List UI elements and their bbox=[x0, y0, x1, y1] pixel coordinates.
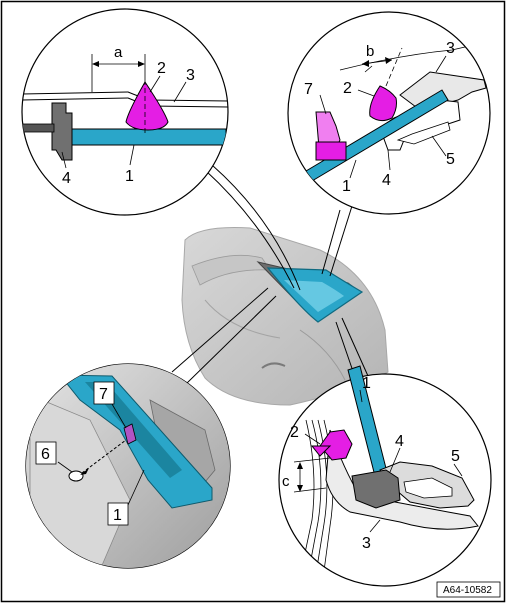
door-handle bbox=[261, 362, 286, 369]
connector-top-left-2 bbox=[211, 164, 301, 291]
callout-molding: 1 bbox=[342, 178, 351, 195]
panel-profile bbox=[325, 429, 479, 530]
leader-seal bbox=[387, 149, 391, 171]
tool-tip bbox=[123, 423, 137, 445]
dim-arrow-left bbox=[362, 60, 369, 67]
screw-arrow bbox=[80, 468, 89, 475]
leader-panel bbox=[173, 81, 187, 103]
dim-arrow-left bbox=[92, 61, 99, 67]
detail-circle bbox=[21, 8, 229, 216]
connector-bottom-left-2 bbox=[185, 295, 277, 385]
leader-molding bbox=[349, 159, 357, 179]
bracket-slot bbox=[396, 121, 451, 145]
leader-lines bbox=[61, 75, 187, 169]
molding-bar bbox=[65, 128, 227, 146]
leader-seal bbox=[61, 151, 67, 169]
leader-panel bbox=[435, 55, 447, 73]
connector-top-right-2 bbox=[329, 205, 353, 277]
panel-line-1 bbox=[297, 419, 315, 586]
callout-bracket: 5 bbox=[451, 448, 460, 465]
leader-screw bbox=[57, 461, 73, 473]
detail-bottom-left: 7 6 1 bbox=[25, 363, 231, 569]
leader-molding bbox=[129, 144, 135, 166]
dim-arrow-top bbox=[297, 462, 303, 469]
leader-panel bbox=[369, 519, 381, 533]
connector-top-left bbox=[204, 169, 295, 289]
connector-bottom-left bbox=[171, 287, 269, 373]
dimension-c-label: c bbox=[282, 473, 290, 490]
leader-tool bbox=[319, 94, 327, 115]
leader-tool bbox=[111, 403, 127, 429]
callout-seal: 4 bbox=[62, 170, 71, 187]
screw-hole bbox=[68, 470, 84, 482]
figure-ref: A64-10582 bbox=[443, 585, 492, 596]
callout-seal: 4 bbox=[382, 172, 391, 189]
detail-top-right: b 7 2 3 5 4 1 bbox=[287, 11, 491, 215]
callout-screw: 6 bbox=[41, 446, 50, 463]
callout-molding: 1 bbox=[113, 507, 122, 524]
connector-bottom-right-2 bbox=[341, 317, 369, 377]
leader-clip bbox=[304, 433, 321, 445]
figure-ref-box bbox=[436, 581, 501, 598]
callout-box-molding bbox=[107, 502, 129, 526]
callout-panel: 3 bbox=[446, 40, 455, 57]
clip-head bbox=[310, 445, 332, 457]
leader-lines bbox=[57, 403, 145, 506]
car-overview bbox=[181, 227, 389, 406]
seal-profile bbox=[351, 469, 401, 509]
tool-handle bbox=[315, 141, 347, 161]
seal-lip bbox=[22, 123, 55, 133]
dimension-b-label: b bbox=[366, 43, 374, 60]
leader-lines bbox=[319, 55, 447, 179]
callout-box-screw bbox=[35, 441, 57, 465]
dimension-a-label: a bbox=[114, 44, 123, 61]
leader-clip bbox=[357, 89, 375, 97]
leader-lines bbox=[304, 389, 463, 533]
body-crease bbox=[204, 299, 281, 339]
leader-bracket bbox=[453, 463, 463, 477]
clip-shape bbox=[369, 85, 397, 122]
connector-top-right bbox=[321, 209, 341, 275]
dim-ext-top bbox=[293, 457, 331, 463]
dim-arrow-bottom bbox=[297, 485, 303, 492]
detail-top-left: a 2 3 4 1 bbox=[21, 8, 229, 216]
callout-clip: 2 bbox=[290, 424, 299, 441]
door-seam bbox=[299, 329, 346, 381]
dim-arrow-right bbox=[385, 57, 392, 64]
callout-seal: 4 bbox=[395, 433, 404, 450]
panel-line-top bbox=[339, 39, 490, 71]
leader-molding bbox=[359, 389, 363, 403]
callout-tool: 7 bbox=[99, 386, 108, 403]
leader-clip bbox=[149, 75, 161, 93]
leader-seal bbox=[389, 447, 401, 473]
clip-shape bbox=[319, 429, 353, 461]
callout-tool: 7 bbox=[304, 81, 313, 98]
callout-molding: 1 bbox=[125, 168, 134, 185]
leader-bracket bbox=[431, 135, 447, 157]
dim-ext-left bbox=[364, 65, 373, 73]
screw-direction bbox=[81, 439, 127, 474]
callout-clip: 2 bbox=[343, 80, 352, 97]
dim-arrow-right bbox=[138, 61, 145, 67]
callout-clip: 2 bbox=[157, 60, 166, 77]
leader-molding bbox=[127, 469, 145, 506]
seal-profile bbox=[51, 102, 73, 161]
callout-box-tool bbox=[93, 381, 115, 405]
callout-molding: 1 bbox=[362, 375, 371, 392]
callout-panel: 3 bbox=[186, 67, 195, 84]
callout-panel: 3 bbox=[362, 535, 371, 552]
panel-line-2 bbox=[305, 419, 322, 586]
bracket-slot bbox=[403, 477, 453, 499]
callout-bracket: 5 bbox=[446, 151, 455, 168]
detail-bottom-right: 1 2 4 5 c 3 bbox=[278, 365, 492, 587]
clip-shape bbox=[125, 81, 169, 131]
dim-ext-bottom bbox=[293, 487, 327, 493]
clip-center-line bbox=[385, 47, 403, 87]
